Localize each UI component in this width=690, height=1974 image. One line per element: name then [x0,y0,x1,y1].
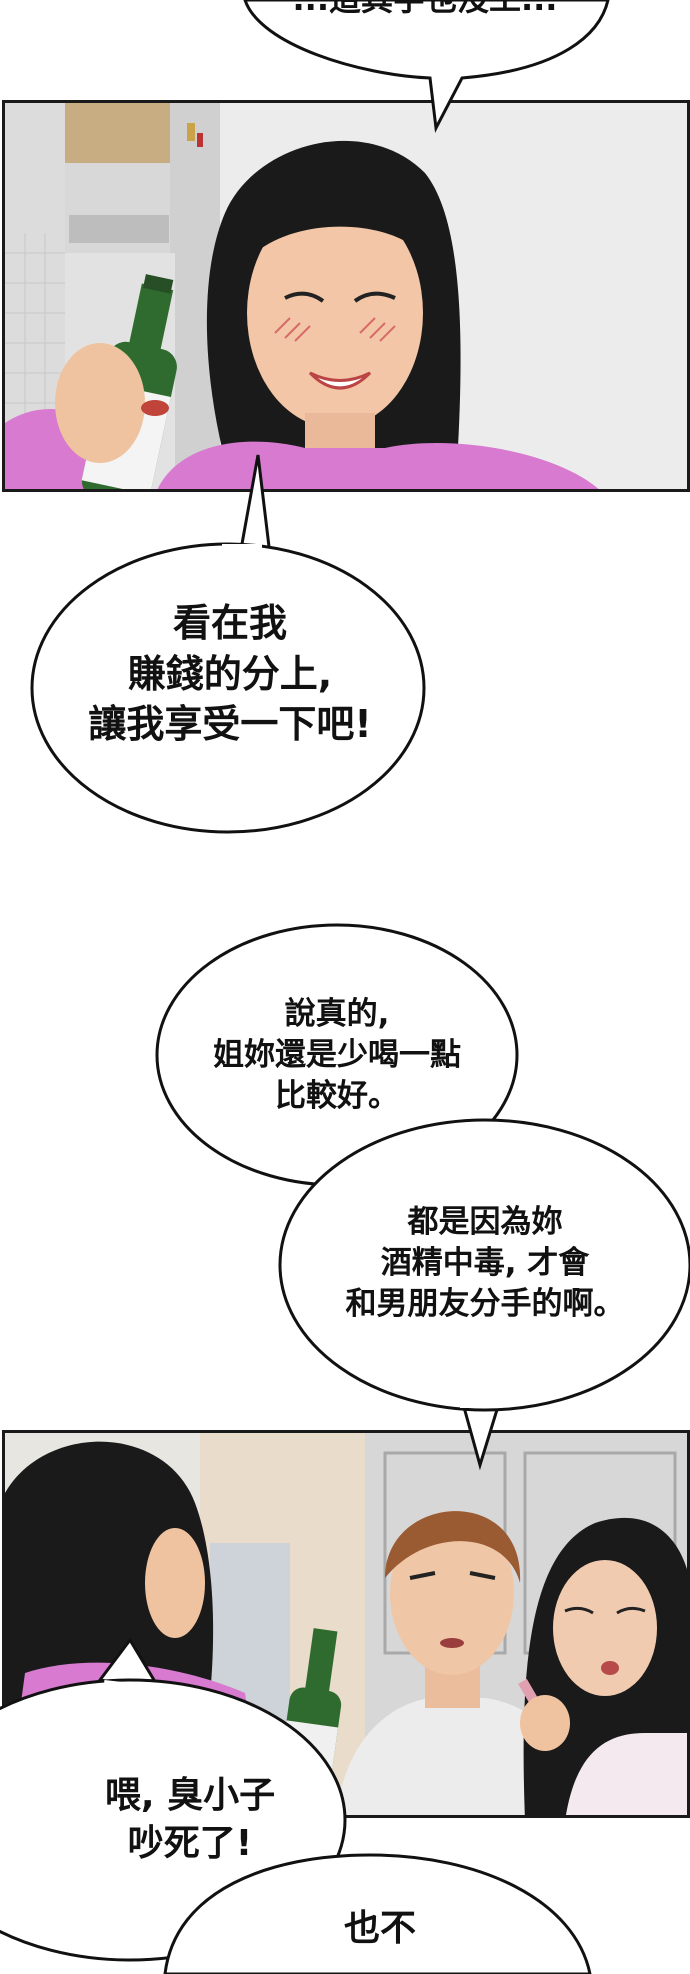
speech-line: 吵死了! [127,1822,253,1864]
speech-line: 也不 [343,1908,416,1949]
speech-text-top: ...這其字也沒工... [260,0,590,21]
panel-1-artwork [5,103,687,489]
speech-text-drink: 說真的, 姐妳還是少喝一點 比較好。 [162,994,512,1118]
speech-text-alcohol: 都是因為妳 酒精中毒, 才會 和男朋友分手的啊。 [300,1202,670,1326]
speech-line: 看在我 [172,601,287,645]
speech-line: 賺錢的分上, [127,651,333,696]
speech-line: 讓我享受一下吧! [88,702,372,747]
speech-line: 酒精中毒, 才會 [380,1245,590,1282]
panel-2-artwork [5,1433,687,1815]
speech-line: 都是因為妳 [407,1204,563,1240]
speech-line: 說真的, [284,996,390,1032]
speech-line: 比較好。 [275,1078,399,1115]
speech-text-shout: 喂, 臭小子 吵死了! [40,1772,340,1868]
comic-panel-1 [2,100,690,492]
speech-text-bottom: 也不 [300,1905,460,1953]
comic-panel-2 [2,1430,690,1818]
speech-line: 和男朋友分手的啊。 [345,1286,625,1323]
speech-line: 姐妳還是少喝一點 [213,1037,461,1074]
speech-line: 喂, 臭小子 [104,1775,276,1816]
speech-text-enjoy: 看在我 賺錢的分上, 讓我享受一下吧! [40,598,420,750]
